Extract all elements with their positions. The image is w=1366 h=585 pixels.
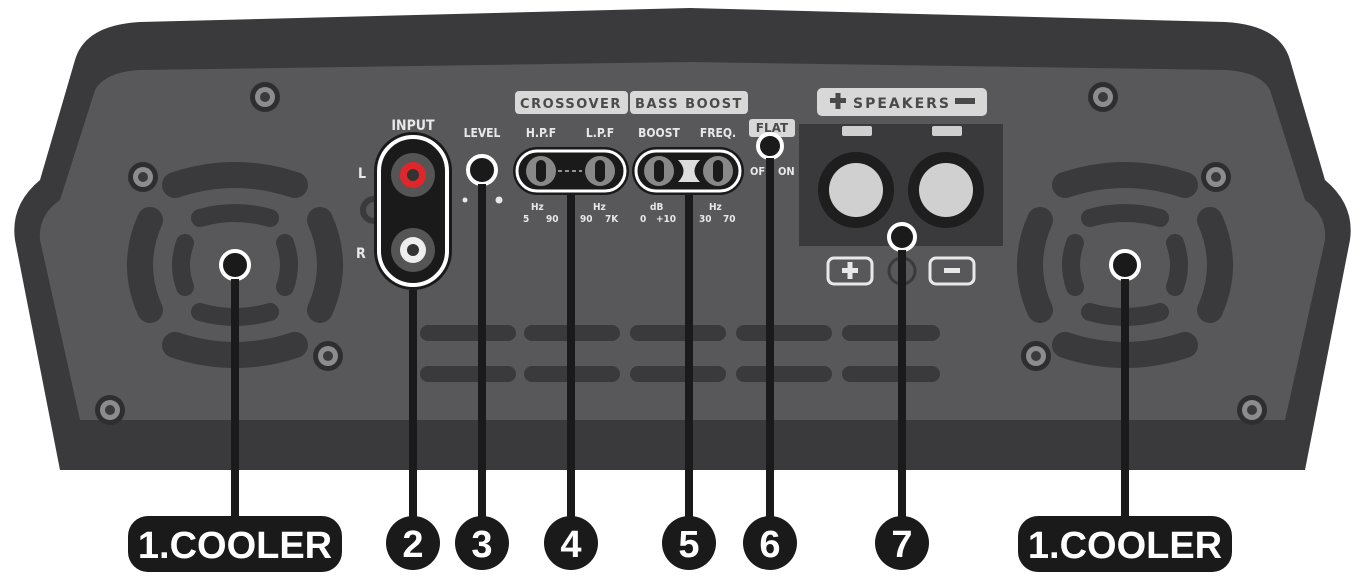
lpf-hz-label: Hz	[593, 202, 606, 213]
speaker-minus-marker-icon	[928, 256, 976, 286]
freq-label: FREQ.	[700, 126, 736, 140]
lpf-knob[interactable]	[585, 156, 615, 186]
level-knob[interactable]	[466, 154, 498, 186]
callout-3: 3	[455, 516, 509, 570]
speakers-label: SPEAKERS	[853, 96, 951, 112]
speaker-callout-dot	[887, 222, 917, 252]
freq-max-label: 70	[723, 214, 736, 225]
boost-label: BOOST	[638, 126, 680, 140]
bass-boost-group[interactable]	[632, 147, 744, 195]
boost-db-label: dB	[650, 202, 663, 213]
callout-3-text: 3	[471, 524, 492, 566]
cooler-fan-left	[127, 162, 343, 368]
on-label: ON	[778, 165, 795, 178]
rca-right-white-jack[interactable]	[391, 228, 435, 272]
vent-slots	[420, 325, 940, 382]
boost-max-label: +10	[656, 214, 676, 225]
screw-icon	[95, 395, 125, 425]
hpf-min-label: 5	[523, 214, 529, 225]
hpf-hz-label: Hz	[531, 202, 544, 213]
crossover-label: CROSSOVER	[520, 97, 622, 112]
boost-min-label: 0	[640, 214, 646, 225]
crossover-group[interactable]	[513, 147, 629, 195]
hpf-label: H.P.F	[526, 126, 556, 140]
lpf-min-label: 90	[580, 214, 593, 225]
cooler-right-dot	[1109, 249, 1141, 281]
hpf-max-label: 90	[546, 214, 559, 225]
screw-icon	[1201, 162, 1231, 192]
left-channel-label: L	[358, 166, 366, 182]
callout-5-text: 5	[678, 524, 699, 566]
level-max-dot	[495, 196, 503, 204]
lpf-label: L.P.F	[586, 126, 614, 140]
screw-icon	[1088, 82, 1118, 112]
lpf-max-label: 7K	[605, 214, 619, 225]
cooler-right-text: 1.COOLER	[1028, 525, 1222, 567]
callout-6: 6	[743, 516, 797, 570]
callout-cooler-right: 1.COOLER	[1018, 516, 1232, 572]
boost-knob[interactable]	[644, 156, 674, 186]
right-channel-label: R	[356, 246, 366, 262]
hpf-knob[interactable]	[526, 156, 556, 186]
callout-2-text: 2	[402, 524, 423, 566]
minus-icon	[955, 98, 975, 104]
speakers-header-bg	[817, 88, 987, 116]
callout-2: 2	[386, 516, 440, 570]
screw-icon	[1237, 395, 1267, 425]
rca-input-group[interactable]	[374, 132, 452, 290]
level-label: LEVEL	[464, 126, 501, 140]
crossover-header-bg	[515, 91, 628, 114]
screw-icon	[313, 341, 343, 371]
callout-4-text: 4	[560, 524, 581, 566]
level-min-dot	[462, 197, 468, 203]
screw-icon	[250, 82, 280, 112]
plus-icon	[830, 93, 846, 109]
freq-hz-label: Hz	[709, 202, 722, 213]
screw-icon	[128, 162, 158, 192]
speaker-positive-terminal[interactable]	[818, 152, 894, 228]
terminal-tab-left	[842, 126, 872, 136]
flat-label: FLAT	[756, 121, 789, 135]
chassis-inner-panel	[39, 62, 1326, 420]
callout-7-text: 7	[891, 524, 912, 566]
callout-4: 4	[544, 516, 598, 570]
flat-label-bg	[749, 119, 795, 137]
screw-icon	[1021, 341, 1051, 371]
callout-cooler-left: 1.COOLER	[128, 516, 342, 572]
freq-knob[interactable]	[703, 156, 733, 186]
bass-boost-header-bg	[630, 91, 748, 114]
freq-min-label: 30	[699, 214, 712, 225]
cooler-left-dot	[219, 249, 251, 281]
rca-left-red-jack[interactable]	[391, 153, 435, 197]
callout-7: 7	[875, 516, 929, 570]
speaker-plus-marker-icon	[826, 256, 874, 286]
cooler-left-text: 1.COOLER	[138, 525, 332, 567]
callout-6-text: 6	[759, 524, 780, 566]
flat-on-switch[interactable]	[756, 132, 784, 160]
input-label: INPUT	[391, 118, 435, 134]
bass-boost-label: BASS BOOST	[635, 97, 743, 112]
callout-5: 5	[662, 516, 716, 570]
terminal-tab-right	[932, 126, 962, 136]
speaker-negative-terminal[interactable]	[908, 152, 984, 228]
